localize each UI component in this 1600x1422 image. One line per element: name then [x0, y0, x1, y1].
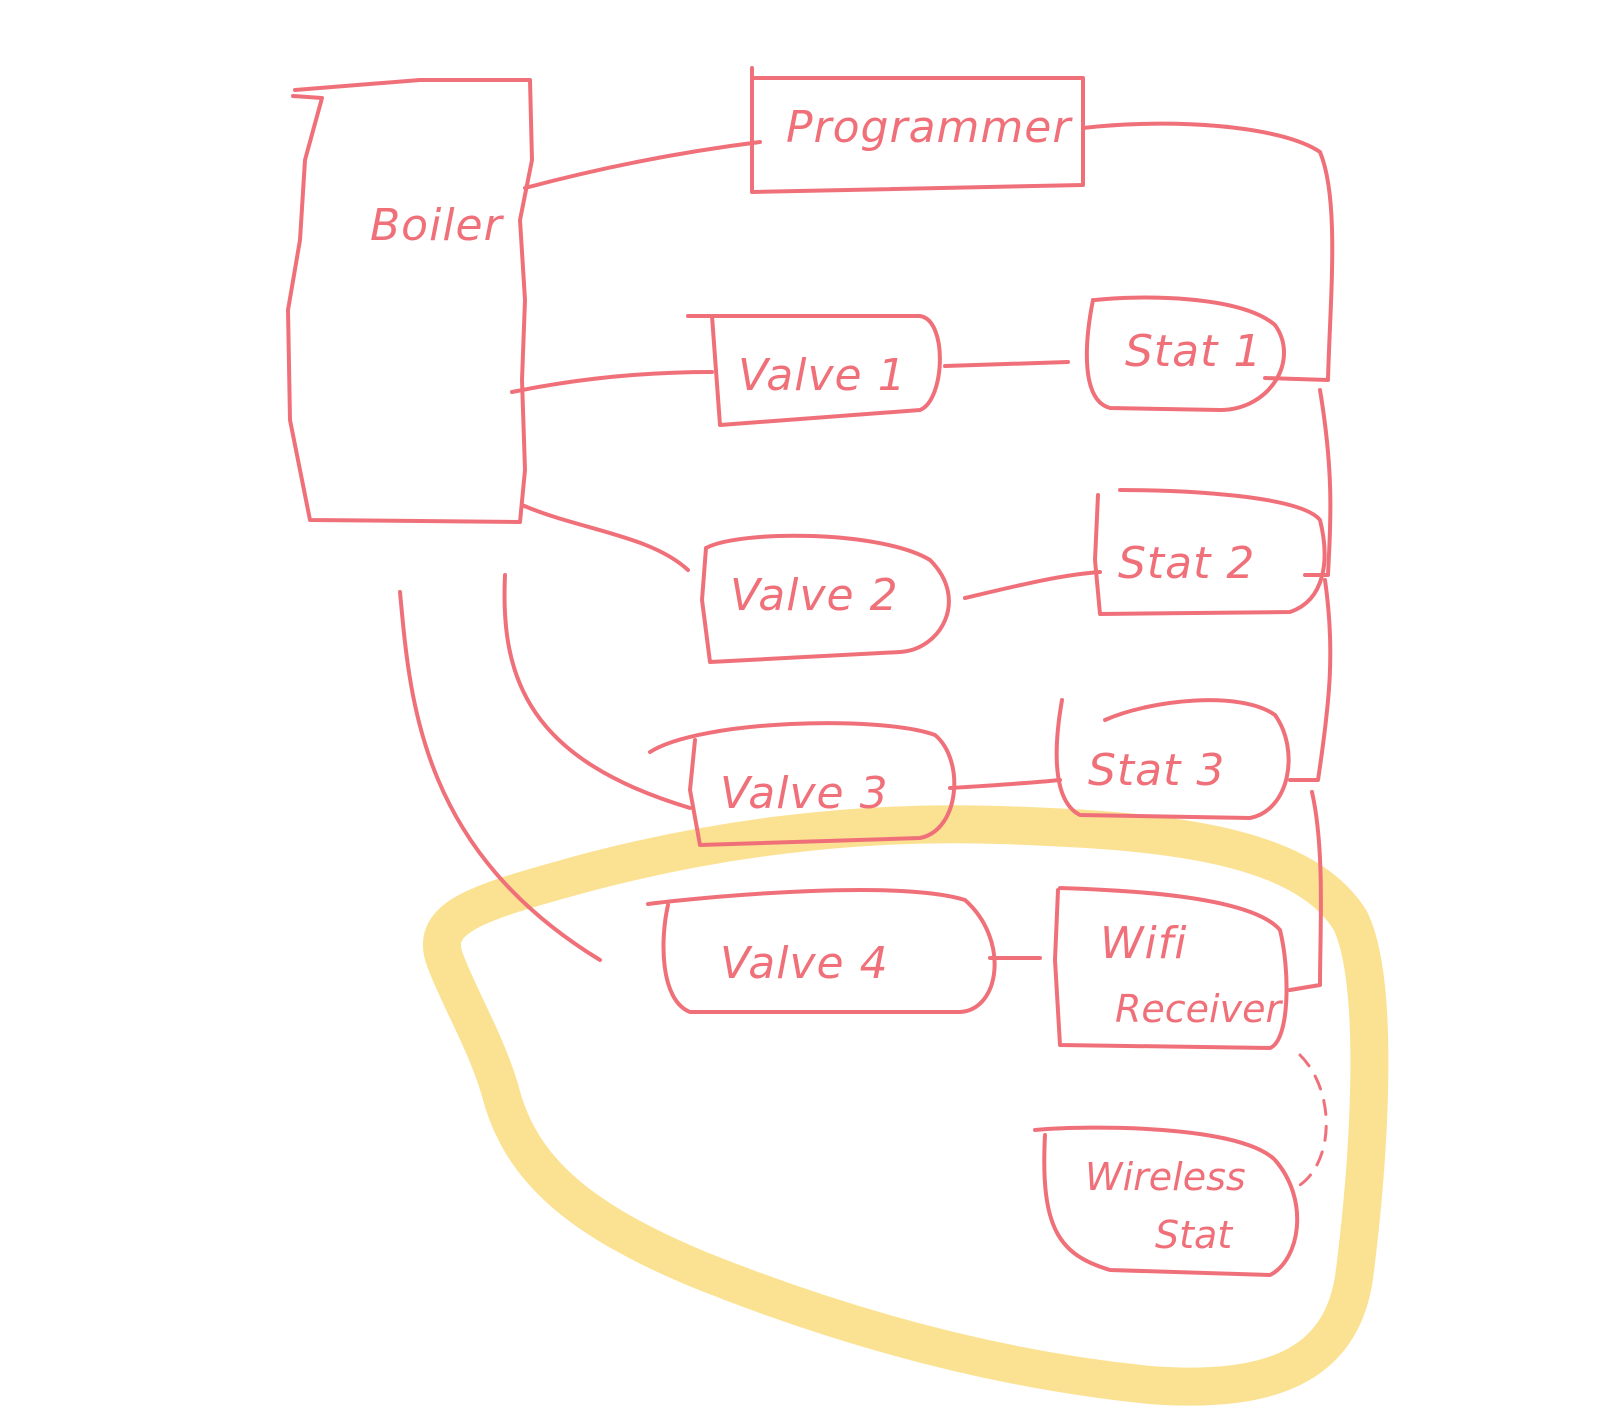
- valve4-box: [646, 888, 997, 1014]
- valve2-box: [700, 533, 951, 664]
- highlight-loop: [423, 805, 1389, 1406]
- boiler-box: [286, 78, 534, 524]
- boiler-label: Boiler: [370, 200, 505, 251]
- stat3-box: [1054, 698, 1291, 820]
- wireless-link-dashed: [1298, 1053, 1328, 1187]
- stat3-label: Stat 3: [1088, 745, 1225, 796]
- programmer-label: Programmer: [786, 102, 1073, 153]
- boiler-to-valve4-line: [398, 590, 602, 962]
- boiler-to-programmer-line: [523, 140, 762, 190]
- valve3-to-stat3-line: [948, 778, 1062, 790]
- valve2-label: Valve 2: [730, 570, 899, 621]
- wifi-receiver-box: [1053, 886, 1289, 1050]
- stat2-label: Stat 2: [1118, 538, 1255, 589]
- valve1-box: [686, 314, 942, 427]
- stat1-label: Stat 1: [1125, 326, 1262, 377]
- valve1-label: Valve 1: [738, 350, 907, 401]
- valve2-to-stat2-line: [963, 570, 1102, 600]
- valve4-label: Valve 4: [720, 938, 889, 989]
- wireless-stat-box: [1033, 1125, 1300, 1277]
- programmer-to-stat-bus-line: [1081, 121, 1335, 992]
- programmer-box: [750, 66, 1085, 194]
- wifi-receiver-label-line2: Receiver: [1115, 987, 1283, 1031]
- boiler-to-valve3-line: [502, 573, 692, 810]
- wireless-stat-label-line1: Wireless: [1085, 1155, 1246, 1199]
- valve3-label: Valve 3: [720, 768, 889, 819]
- valve3-box: [648, 721, 957, 847]
- stat2-box: [1093, 488, 1327, 616]
- boiler-to-valve1-line: [510, 370, 714, 394]
- wireless-stat-label-line2: Stat: [1155, 1213, 1234, 1257]
- valve1-to-stat1-line: [943, 360, 1070, 368]
- boiler-to-valve2-line: [520, 503, 690, 572]
- wifi-receiver-label-line1: Wifi: [1100, 918, 1187, 969]
